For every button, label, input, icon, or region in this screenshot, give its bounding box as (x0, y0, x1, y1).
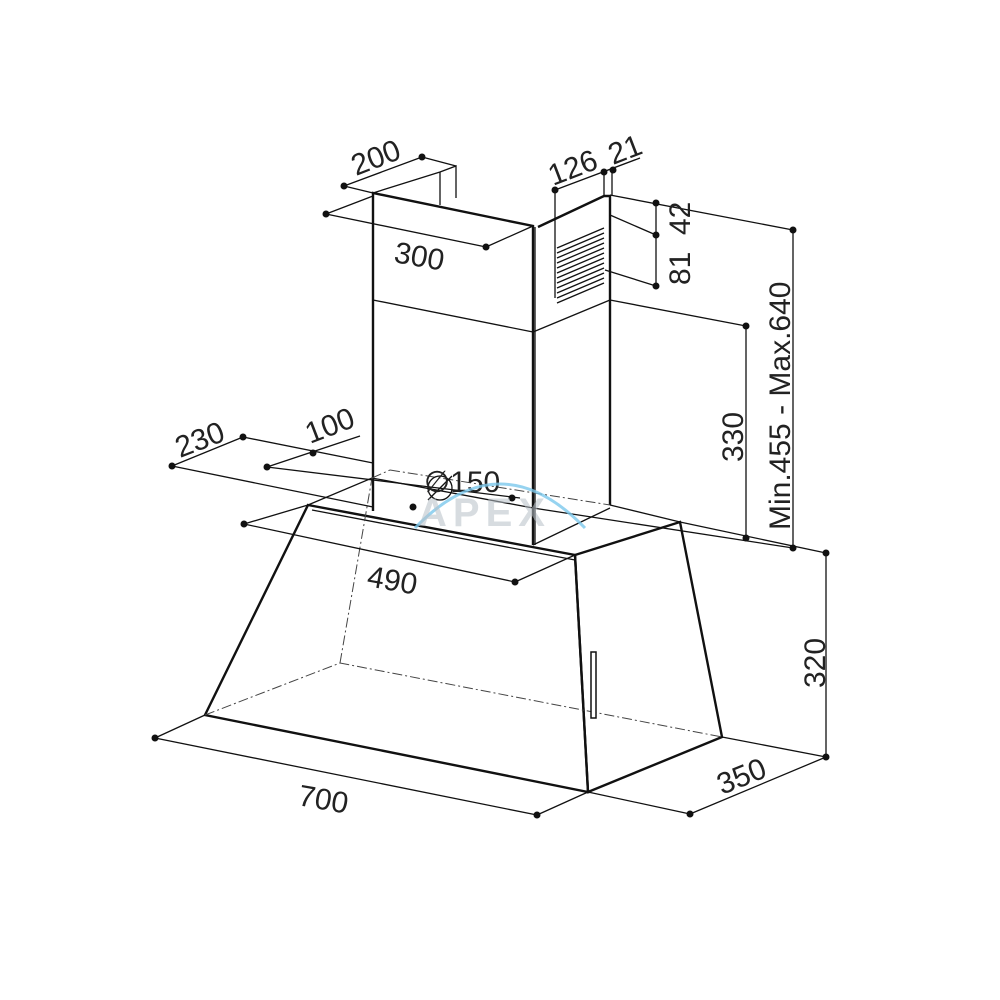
dimension-dot (609, 166, 617, 174)
grille-slot (556, 257, 605, 279)
grille-slot (556, 277, 605, 299)
dim-300: 300 (392, 236, 447, 277)
dimension-dot (418, 153, 426, 161)
grille-slot (556, 232, 605, 254)
dimension-dot (600, 168, 608, 176)
dimension-dot (742, 322, 750, 330)
dimension-dot (789, 226, 797, 234)
grille-slot (556, 272, 605, 294)
dim-81: 81 (664, 252, 697, 285)
dimension-dot (551, 186, 559, 194)
grille-slot (556, 252, 605, 274)
dimension-dot (822, 753, 830, 761)
dim-100: 100 (301, 402, 360, 451)
dimension-dot (508, 494, 516, 502)
dimension-dot (511, 578, 519, 586)
dimension-lines (154, 156, 827, 816)
control-handle[interactable] (590, 651, 597, 719)
grille-slot (556, 237, 605, 259)
watermark-logo: APEX (418, 491, 551, 535)
dimension-dot (482, 243, 490, 251)
grille-slot (556, 227, 605, 249)
vent-grille (556, 227, 605, 304)
dimension-dot (652, 282, 660, 290)
dim-42: 42 (664, 202, 697, 235)
dimension-dot (652, 199, 660, 207)
dimension-dot (742, 534, 750, 542)
grille-slot (556, 247, 605, 269)
dimension-dot (168, 462, 176, 470)
dim-230: 230 (171, 416, 230, 465)
dimension-dot (309, 449, 317, 457)
dimension-dot (533, 811, 541, 819)
dimension-dot (652, 231, 660, 239)
dimension-dot (340, 182, 348, 190)
dimension-dot (263, 463, 271, 471)
dim-200: 200 (347, 134, 406, 183)
grille-slot (556, 262, 605, 284)
dim-490: 490 (365, 560, 420, 601)
dimension-dot (686, 810, 694, 818)
dimension-dot (322, 210, 330, 218)
dim-330: 330 (717, 412, 750, 462)
dim-126: 126 (544, 144, 603, 193)
grille-slot (556, 267, 605, 289)
dimension-dot (789, 544, 797, 552)
dim-700: 700 (296, 779, 351, 820)
dimension-dots (151, 153, 830, 819)
dim-21: 21 (604, 129, 647, 172)
grille-slot (556, 282, 605, 304)
dimension-dot (239, 433, 247, 441)
chimney (371, 165, 612, 546)
watermark-arc (413, 482, 587, 530)
dimension-dot (151, 734, 159, 742)
grille-slot (556, 242, 605, 264)
dimension-dot (822, 549, 830, 557)
dim-320: 320 (799, 638, 832, 688)
dim-350: 350 (712, 752, 771, 801)
dimension-dot (409, 503, 417, 511)
dimension-dot (240, 520, 248, 528)
dim-min-max: Min.455 - Max.640 (764, 282, 797, 530)
